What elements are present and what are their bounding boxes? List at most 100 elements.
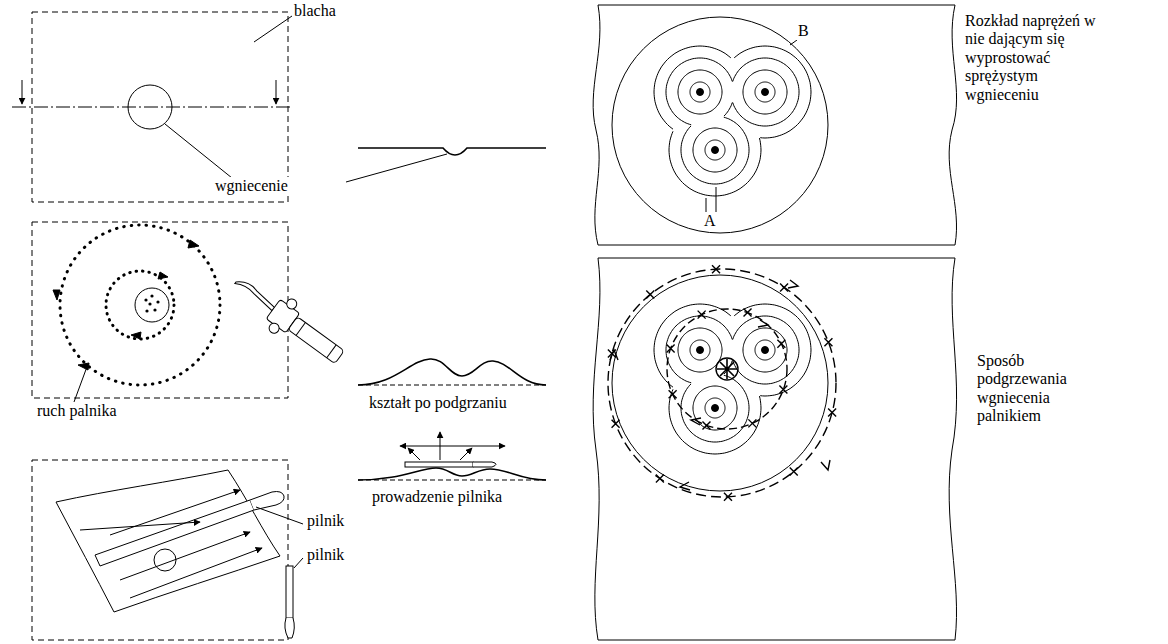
heating-point — [656, 475, 664, 483]
sheet-profile — [358, 148, 546, 155]
dent-boundary — [612, 17, 828, 233]
stress-contour — [705, 398, 725, 418]
stress-contour — [654, 304, 731, 387]
panel-outline — [593, 258, 956, 640]
stress-contour — [693, 386, 737, 430]
leader-line — [165, 124, 232, 178]
heating-point — [712, 265, 720, 273]
part-label: ruch palnika — [35, 402, 119, 420]
stress-contours — [654, 46, 811, 454]
stress-contour — [743, 328, 787, 372]
dent-circle — [135, 288, 169, 322]
leader-line — [346, 154, 447, 182]
heating-point — [748, 419, 756, 427]
stroke-arrow — [130, 548, 262, 598]
stress-contour — [755, 82, 775, 102]
motion-arrow — [460, 448, 472, 460]
stress-contour — [669, 131, 761, 196]
leader-line — [256, 507, 303, 524]
torch-path — [106, 271, 174, 339]
stress-contour — [669, 389, 761, 454]
stress-contour — [666, 316, 732, 383]
dent-boundary — [612, 275, 828, 491]
part-label: blacha — [292, 2, 338, 20]
stroke-arrow — [120, 532, 250, 580]
motion-arrow — [400, 446, 440, 447]
panel-outline — [593, 5, 956, 245]
file-handle — [473, 462, 496, 467]
path-arrow — [158, 272, 168, 279]
part-label: prowadzenie pilnika — [370, 488, 504, 506]
heating-point — [779, 386, 787, 394]
dent-circle — [154, 549, 176, 571]
sheet-profile — [358, 468, 546, 480]
stress-contour — [654, 46, 731, 129]
heating-path — [608, 269, 836, 497]
part-label: Rozkład naprężeń w nie dającym się wypro… — [963, 12, 1117, 104]
motion-arrow — [440, 446, 505, 447]
stress-contour — [734, 304, 811, 396]
stress-point — [762, 347, 769, 354]
heating-point — [698, 311, 706, 319]
sheet-piece — [56, 470, 280, 612]
path-arrow — [53, 290, 60, 300]
torch-path — [60, 225, 220, 385]
stroke-arrow — [110, 490, 240, 535]
heating-point — [667, 344, 675, 352]
file — [95, 500, 254, 566]
stroke-arrow — [80, 522, 200, 530]
leader-line — [790, 40, 797, 45]
file-handle — [250, 492, 284, 511]
file — [286, 566, 293, 618]
motion-arrow — [440, 432, 441, 460]
part-label: pilnik — [305, 512, 346, 530]
heating-point — [780, 283, 788, 291]
heating-point — [828, 409, 836, 417]
heating-point — [790, 468, 798, 476]
stress-point — [712, 147, 719, 154]
stress-contour — [693, 128, 737, 172]
heating-point — [608, 349, 616, 357]
stress-point — [712, 405, 719, 412]
part-label: pilnik — [305, 546, 346, 564]
stress-contour — [681, 375, 749, 442]
heating-points — [608, 265, 836, 501]
heating-point — [744, 309, 752, 317]
section-arrow — [22, 80, 23, 104]
heating-point — [646, 290, 654, 298]
stress-point — [762, 89, 769, 96]
path-arrow — [188, 240, 199, 248]
stress-point — [697, 347, 704, 354]
dent-circle — [128, 85, 172, 129]
stress-contour — [755, 340, 775, 360]
part-label: A — [702, 212, 718, 230]
part-label: wgniecenie — [213, 177, 290, 195]
stress-contour — [678, 70, 722, 114]
base-line — [358, 385, 546, 386]
stress-contour — [690, 340, 710, 360]
torch — [224, 266, 351, 374]
heating-point — [669, 390, 677, 398]
leader-line — [706, 198, 707, 212]
part-label: kształt po podgrzaniu — [367, 394, 509, 412]
leader-line — [716, 187, 717, 212]
stress-contour — [733, 58, 799, 126]
heating-point — [724, 493, 732, 501]
stress-contour — [666, 58, 732, 125]
base-line — [358, 480, 546, 481]
sheet-profile — [358, 359, 546, 385]
part-label: Sposób podgrzewania wgniecenia palnikiem — [975, 352, 1091, 426]
file-handle — [285, 618, 294, 638]
heating-point — [702, 421, 710, 429]
leader-line — [74, 364, 88, 402]
heating-path — [667, 309, 787, 429]
leader-line — [294, 558, 303, 568]
section-line — [12, 107, 292, 108]
sheet-outline — [32, 222, 288, 398]
path-arrow — [610, 280, 830, 490]
stress-contour — [734, 46, 811, 138]
path-arrow — [131, 332, 141, 339]
stress-contour — [678, 328, 722, 372]
stress-contour — [733, 316, 799, 384]
stress-contour — [743, 70, 787, 114]
